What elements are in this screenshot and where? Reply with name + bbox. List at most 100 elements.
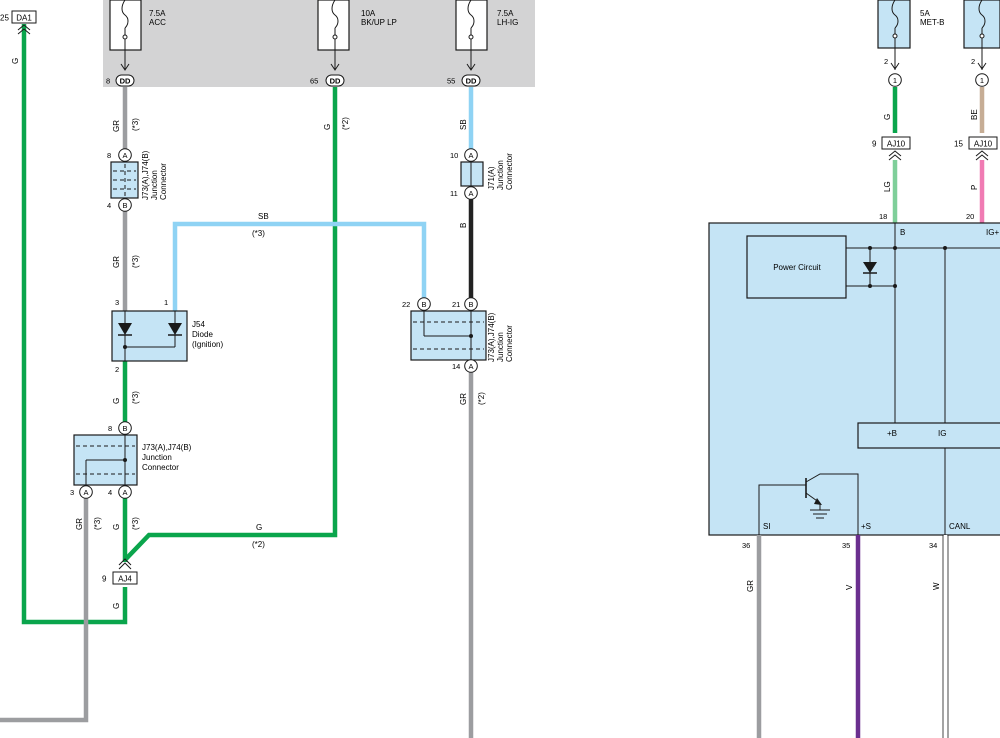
connector-1-a: 1 2 xyxy=(884,57,902,87)
ecu-inner-ig: IG xyxy=(938,429,946,438)
fuse-lhig-name: LH-IG xyxy=(497,18,518,27)
svg-text:DA1: DA1 xyxy=(16,14,32,23)
label-wire-p: P xyxy=(970,185,979,190)
pin-j71-a: 10 xyxy=(450,151,458,160)
label-wire-g-h: G xyxy=(256,523,262,532)
pin-dd-lhig: 55 xyxy=(447,77,455,86)
label-note3-3: (*3) xyxy=(131,391,140,404)
svg-text:AJ10: AJ10 xyxy=(974,140,993,149)
pin-diode-1: 1 xyxy=(164,298,168,307)
label-wire-g-3: G xyxy=(112,524,121,530)
connector-aj10-b: AJ10 15 xyxy=(954,136,998,161)
svg-text:J73(A),J74(B): J73(A),J74(B) xyxy=(142,443,192,452)
ecu-inner-b: +B xyxy=(887,429,897,438)
junction-j73-top: A B 8 4 J73(A),J74(B) Junction Connector xyxy=(107,148,168,212)
label-wire-gr-1: GR xyxy=(112,120,121,132)
diode-name: J54 xyxy=(192,320,205,329)
pin-aj4: 9 xyxy=(102,575,107,584)
pin-aj10-b: 15 xyxy=(954,140,963,149)
svg-text:Junction: Junction xyxy=(496,332,505,362)
svg-text:Connector: Connector xyxy=(159,163,168,200)
label-note2-3: (*2) xyxy=(477,392,486,405)
connector-aj4: AJ4 9 xyxy=(102,558,138,585)
fuse-metb-amp: 5A xyxy=(920,9,930,18)
svg-text:1: 1 xyxy=(980,76,984,85)
label-wire-b: B xyxy=(459,223,468,228)
pin-j71-b: 11 xyxy=(450,189,458,198)
pin-j73top-b: 4 xyxy=(107,201,111,210)
fuse-lh-ig: 7.5A LH-IG xyxy=(455,0,518,71)
svg-text:(Ignition): (Ignition) xyxy=(192,340,223,349)
label-wire-be: BE xyxy=(970,109,979,120)
pin-ecu-35: 35 xyxy=(842,541,850,550)
ecu-pin-b: B xyxy=(900,228,905,237)
pin-j73low-a2: 4 xyxy=(108,488,112,497)
label-wire-gr-lh: GR xyxy=(459,393,468,405)
pin-aj10-a: 9 xyxy=(872,140,877,149)
label-note2-1: (*2) xyxy=(341,117,350,130)
pin-j73mid-a: 14 xyxy=(452,362,460,371)
fuse-acc-amp: 7.5A xyxy=(149,9,166,18)
junction-j73-lower: B A A 8 3 4 J73(A),J74(B) Junction Conne… xyxy=(70,421,192,499)
ecu-canl: CANL xyxy=(949,522,971,531)
svg-text:A: A xyxy=(468,189,473,198)
svg-text:Junction: Junction xyxy=(150,170,159,200)
label-note2-2: (*2) xyxy=(252,540,265,549)
svg-text:AJ10: AJ10 xyxy=(887,140,906,149)
svg-text:A: A xyxy=(468,151,473,160)
svg-text:1: 1 xyxy=(893,76,897,85)
svg-text:A: A xyxy=(122,488,127,497)
svg-text:B: B xyxy=(122,424,127,433)
svg-text:DD: DD xyxy=(466,77,477,86)
ecu-block: 18 20 B IG+ Power Circuit +B IG xyxy=(708,212,1000,536)
fuse-metb-name: MET-B xyxy=(920,18,944,27)
wire-g-bkup xyxy=(123,87,338,562)
pin-1b: 2 xyxy=(971,57,975,66)
label-wire-gr-si: GR xyxy=(746,580,755,592)
label-wire-sb-lhig: SB xyxy=(459,119,468,130)
connector-dd-lhig: DD 55 xyxy=(447,74,481,87)
fuse-acc: 7.5A ACC xyxy=(109,0,166,71)
svg-text:Connector: Connector xyxy=(142,463,179,472)
label-wire-sb: SB xyxy=(258,212,269,221)
diode-j54: 3 1 2 J54 Diode (Ignition) xyxy=(111,298,223,374)
junction-j73-mid: B B A 22 21 14 J73(A),J74(B) Junction Co… xyxy=(402,297,514,373)
label-note3-6: (*3) xyxy=(252,229,265,238)
pin-j73low-b: 8 xyxy=(108,424,112,433)
svg-text:AJ4: AJ4 xyxy=(118,575,132,584)
label-wire-gr-2: GR xyxy=(112,256,121,268)
pin-j73top-a: 8 xyxy=(107,151,111,160)
connector-dd-bkup: DD 65 xyxy=(310,74,345,87)
pin-ecu-36: 36 xyxy=(742,541,750,550)
svg-text:B: B xyxy=(122,201,127,210)
svg-text:Connector: Connector xyxy=(505,325,514,362)
label-wire-w: W xyxy=(932,582,941,590)
fuse-lhig-amp: 7.5A xyxy=(497,9,514,18)
label-wire-g-bkup: G xyxy=(323,124,332,130)
pin-dd-acc: 8 xyxy=(106,77,110,86)
svg-text:Junction: Junction xyxy=(142,453,172,462)
pin-ecu-34: 34 xyxy=(929,541,937,550)
wire-sb-diode xyxy=(172,221,427,311)
ecu-plus-s: +S xyxy=(861,522,871,531)
fuse-acc-name: ACC xyxy=(149,18,166,27)
label-wire-v: V xyxy=(845,584,854,590)
svg-text:J71(A): J71(A) xyxy=(487,166,496,190)
fuse-bkup-amp: 10A xyxy=(361,9,376,18)
fuse-bkup-name: BK/UP LP xyxy=(361,18,397,27)
label-wire-g-2: G xyxy=(112,398,121,404)
pin-da1: 25 xyxy=(0,14,9,23)
svg-text:Connector: Connector xyxy=(505,153,514,190)
wire-gr-bottom xyxy=(0,498,89,723)
svg-text:B: B xyxy=(421,300,426,309)
svg-text:A: A xyxy=(122,151,127,160)
pin-diode-3: 3 xyxy=(115,298,119,307)
label-wire-g-4: G xyxy=(112,603,121,609)
pin-diode-2: 2 xyxy=(115,365,119,374)
svg-text:B: B xyxy=(468,300,473,309)
pin-ecu-20: 20 xyxy=(966,212,974,221)
svg-text:A: A xyxy=(468,362,473,371)
label-note3-1: (*3) xyxy=(131,118,140,131)
label-wire-lg: LG xyxy=(883,181,892,192)
fuse-right-edge xyxy=(963,0,1000,70)
